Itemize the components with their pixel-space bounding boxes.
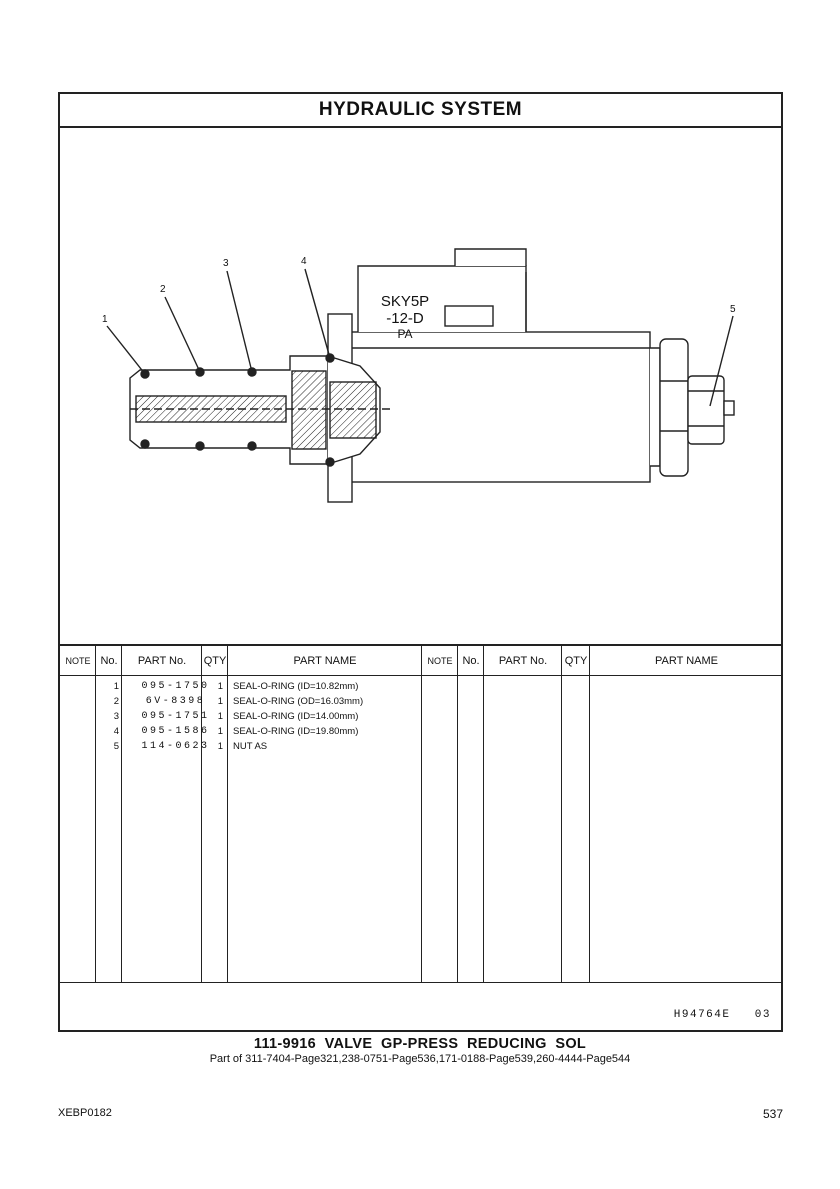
document-code: XEBP0182 — [58, 1107, 112, 1119]
grid-line — [421, 646, 422, 982]
header-no: No. — [96, 646, 122, 676]
callout-4: 4 — [301, 256, 307, 267]
grid-line — [227, 646, 228, 982]
grid-line — [201, 646, 202, 982]
header-note: NOTE — [60, 646, 96, 676]
nut — [650, 347, 661, 467]
callout-2: 2 — [160, 284, 166, 295]
row-no: 3 — [113, 711, 119, 722]
row-part-name: NUT AS — [233, 741, 268, 752]
valve-illustration: 1 2 3 4 5 SKY5P -12-D PA — [102, 248, 736, 503]
row-qty: 1 — [217, 741, 223, 752]
table-row: 4 095-1586 1 SEAL-O-RING (ID=19.80mm) — [60, 724, 781, 739]
callout-3: 3 — [223, 258, 229, 269]
table-row: 3 095-1751 1 SEAL-O-RING (ID=14.00mm) — [60, 709, 781, 724]
grid-line — [561, 646, 562, 982]
catalog-frame: HYDRAULIC SYSTEM — [58, 92, 783, 1032]
table-row: 1 095-1750 1 SEAL-O-RING (ID=10.82mm) — [60, 679, 781, 694]
callout-5: 5 — [730, 304, 736, 315]
grid-line — [95, 646, 96, 982]
row-part-no: 114-0623 — [141, 741, 210, 752]
table-row: 2 6V-8398 1 SEAL-O-RING (OD=16.03mm) — [60, 694, 781, 709]
callout-1: 1 — [102, 314, 108, 325]
row-part-no: 095-1751 — [141, 711, 210, 722]
row-part-no: 095-1586 — [141, 726, 210, 737]
grid-line — [589, 646, 590, 982]
row-qty: 1 — [217, 681, 223, 692]
table-row: 5 114-0623 1 NUT AS — [60, 739, 781, 754]
row-part-no: 6V-8398 — [145, 696, 206, 707]
row-part-name: SEAL-O-RING (ID=19.80mm) — [233, 726, 359, 737]
caption-title: 111-9916 VALVE GP-PRESS REDUCING SOL — [253, 1036, 587, 1052]
solenoid-label-line3: PA — [397, 327, 412, 341]
row-qty: 1 — [217, 726, 223, 737]
header-note-2: NOTE — [422, 646, 458, 676]
header-part-name: PART NAME — [228, 646, 422, 676]
row-qty: 1 — [217, 711, 223, 722]
row-no: 5 — [113, 741, 119, 752]
header-no-2: No. — [458, 646, 484, 676]
parts-table: NOTE No. PART No. QTY PART NAME NOTE No.… — [60, 644, 783, 1029]
header-part-name-2: PART NAME — [590, 646, 783, 676]
grid-line — [483, 646, 484, 982]
section-title: HYDRAULIC SYSTEM — [60, 94, 781, 128]
solenoid-label-line2: -12-D — [386, 310, 424, 327]
grid-line — [457, 646, 458, 982]
header-qty: QTY — [202, 646, 228, 676]
row-part-no: 095-1750 — [141, 681, 210, 692]
row-no: 2 — [113, 696, 119, 707]
page-number: 537 — [762, 1107, 783, 1121]
row-part-name: SEAL-O-RING (ID=14.00mm) — [233, 711, 359, 722]
row-no: 4 — [113, 726, 119, 737]
drawing-reference: H94764E 03 — [673, 1009, 771, 1021]
label-box — [444, 305, 494, 327]
table-bottom-line — [60, 982, 781, 983]
header-part-no-2: PART No. — [484, 646, 562, 676]
header-part-no: PART No. — [122, 646, 202, 676]
row-part-name: SEAL-O-RING (OD=16.03mm) — [233, 696, 364, 707]
row-part-name: SEAL-O-RING (ID=10.82mm) — [233, 681, 359, 692]
grid-line — [121, 646, 122, 982]
row-qty: 1 — [217, 696, 223, 707]
header-qty-2: QTY — [562, 646, 590, 676]
solenoid-label-line1: SKY5P — [381, 293, 429, 310]
figure-caption: 111-9916 VALVE GP-PRESS REDUCING SOL Par… — [0, 1036, 840, 1065]
valve-drawing: 1 2 3 4 5 SKY5P -12-D PA — [60, 126, 781, 644]
caption-subtitle: Part of 311-7404-Page321,238-0751-Page53… — [209, 1053, 631, 1065]
row-no: 1 — [113, 681, 119, 692]
solenoid-body — [349, 331, 651, 483]
